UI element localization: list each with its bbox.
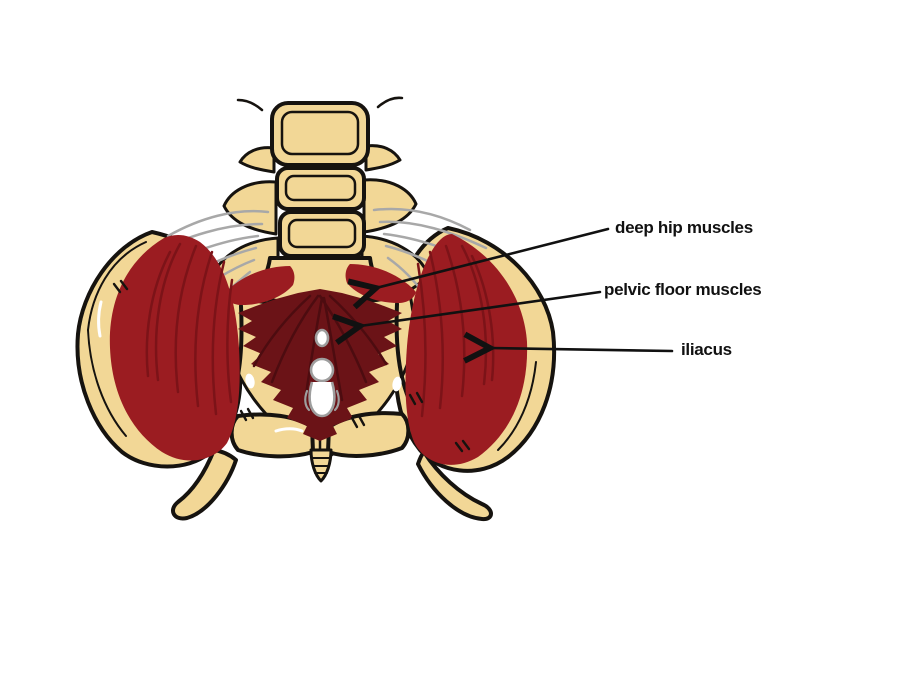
arrow-iliacus: [490, 348, 674, 351]
label-iliacus: iliacus: [681, 340, 732, 359]
bone-highlights: [97, 300, 402, 433]
vertebra-3-contour: [287, 218, 357, 249]
vertebra-top-flick-left: [236, 98, 264, 112]
arrow-pelvic-floor-muscles: [360, 290, 602, 326]
iliacus-right-striations: [416, 244, 495, 418]
coccyx-tip: [309, 448, 333, 483]
vertebra-1: [270, 101, 370, 167]
iliacus-left-striations: [145, 242, 234, 416]
coccyx-outline-arm-right: [333, 389, 340, 412]
label-deep-hip-muscles: deep hip muscles: [615, 218, 753, 237]
left-mid-process: [222, 180, 278, 236]
left-rim-contour: [87, 329, 127, 437]
pelvic-opening-large: [309, 357, 335, 383]
left-pubic-bone: [229, 412, 315, 459]
left-crest-contour: [87, 241, 147, 331]
vertebra-top-flick-right: [376, 96, 404, 109]
left-ischium-bone: [171, 448, 238, 521]
deep-hip-muscle-left: [224, 266, 295, 305]
right-rim-contour: [497, 361, 537, 451]
right-mid-process: [362, 178, 418, 234]
right-ischium-bone: [416, 450, 493, 522]
hatch-marks: [112, 279, 471, 453]
right-pubic-bone: [326, 411, 411, 458]
vertebra-2-contour: [284, 174, 357, 202]
coccyx-outline-arm-left: [304, 389, 311, 412]
annotation-arrows: [360, 227, 674, 351]
right-upper-process: [364, 144, 402, 172]
vertebra-1-contour: [280, 110, 360, 156]
vertebra-2: [275, 166, 366, 211]
pelvic-opening-small: [314, 328, 330, 348]
arrow-deep-hip-muscles: [376, 227, 610, 288]
label-pelvic-floor-muscles: pelvic floor muscles: [604, 280, 762, 299]
vertebra-3: [278, 210, 366, 258]
coccyx-outline-marker: [308, 381, 336, 418]
left-upper-process: [238, 146, 276, 174]
